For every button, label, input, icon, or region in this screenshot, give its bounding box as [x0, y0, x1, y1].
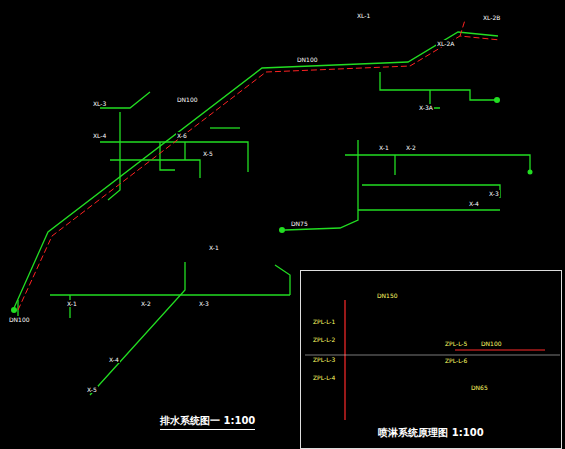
vent-pipe	[18, 36, 500, 310]
drawing-title: 排水系统图一 1:100	[160, 414, 255, 428]
frame-panel: 喷淋系统原理图 1:100	[300, 270, 562, 449]
riser-tag: X-2	[140, 300, 152, 307]
drawing-title: 喷淋系统原理图 1:100	[378, 426, 483, 440]
riser-tag: X-1	[208, 244, 220, 251]
drain-pipe	[362, 185, 500, 198]
riser-tag: X-5	[86, 386, 98, 393]
pipe-tag: ZPL-L-2	[312, 336, 336, 343]
drain-pipe	[14, 32, 498, 308]
pipe-tag: DN100	[296, 56, 319, 63]
riser-tag: X-3	[198, 300, 210, 307]
riser-tag: X-5	[202, 150, 214, 157]
title-underline	[160, 429, 255, 430]
riser-tag: XL-2B	[482, 14, 501, 21]
drain-pipe	[100, 92, 150, 108]
riser-tag: XL-3	[92, 100, 107, 107]
drain-pipe	[184, 142, 185, 160]
pipe-tag: DN75	[290, 220, 309, 227]
riser-tag: X-3A	[418, 104, 434, 111]
drain-pipe	[275, 265, 290, 295]
pipe-tag: ZPL-L-6	[444, 357, 468, 364]
drain-pipe	[285, 140, 358, 230]
pipe-tag: ZPL-L-5	[444, 340, 468, 347]
drain-pipe	[108, 112, 120, 200]
drain-pipe	[90, 262, 185, 395]
riser-tag: X-4	[468, 200, 480, 207]
drain-pipe	[345, 155, 530, 170]
riser-tag: X-6	[176, 132, 188, 139]
riser-tag: XL-2A	[436, 40, 455, 47]
riser-tag: X-4	[108, 356, 120, 363]
drain-pipe	[380, 72, 495, 100]
riser-tag: X-1	[66, 300, 78, 307]
pipe-tag: DN100	[176, 96, 199, 103]
drain-pipe	[50, 294, 290, 295]
drain-pipe	[110, 160, 200, 178]
drain-pipe	[100, 142, 248, 172]
riser-tag: X-1	[378, 144, 390, 151]
sprinkler-pipes	[345, 300, 545, 420]
drain-pipe	[160, 142, 175, 170]
pipe-tag: DN65	[470, 384, 489, 391]
pipe-tag: ZPL-L-1	[312, 318, 336, 325]
riser-tag: XL-1	[356, 12, 371, 19]
pipe-tag: ZPL-L-3	[312, 356, 336, 363]
drain-pipe	[210, 127, 240, 128]
vent-pipe	[460, 20, 465, 36]
pipe-tag: DN100	[8, 316, 31, 323]
riser-tag: X-3	[488, 190, 500, 197]
pipe-tag: DN150	[376, 292, 399, 299]
pipe-tag: DN100	[480, 340, 503, 347]
drain-pipe	[358, 209, 500, 210]
riser-tag: XL-4	[92, 132, 107, 139]
riser-tag: X-2	[405, 144, 417, 151]
pipe-tag: ZPL-L-4	[312, 374, 336, 381]
